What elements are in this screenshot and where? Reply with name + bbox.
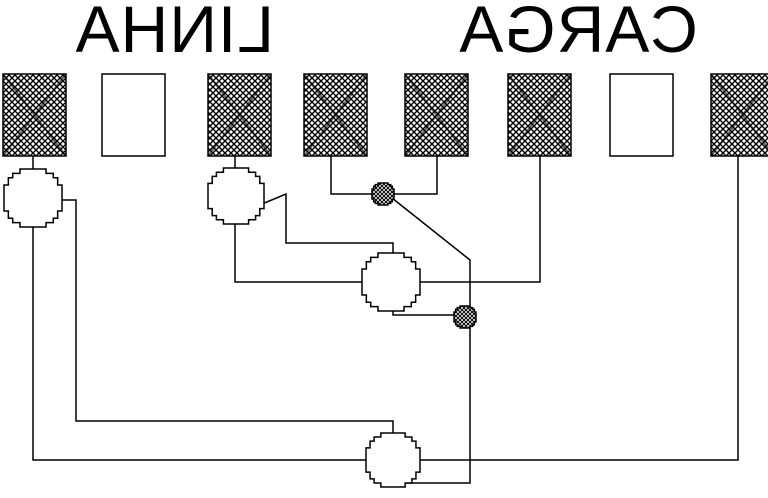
- nodes: [3, 167, 477, 488]
- wire-midnode-pad6: [418, 156, 541, 283]
- terminal-t6-cross: [507, 73, 572, 157]
- terminal-row: [2, 73, 768, 157]
- node-2: [207, 167, 265, 225]
- node-middle: [361, 252, 421, 312]
- terminal-t8-cross: [710, 73, 768, 157]
- wire-pad1-bottom: [32, 156, 370, 461]
- node-small-top: [371, 182, 395, 206]
- terminal-t7: [609, 73, 674, 157]
- node-left: [3, 168, 63, 228]
- terminal-t3-cross: [207, 73, 272, 157]
- node-bottom: [365, 432, 421, 488]
- wire-bottomnode-pad8: [418, 156, 739, 461]
- wire-leftnode-bottomnode: [58, 199, 394, 436]
- terminal-t5-cross: [404, 73, 469, 157]
- terminal-t1-cross: [2, 73, 67, 157]
- terminal-t2: [101, 73, 166, 157]
- terminal-t4-cross: [303, 73, 368, 157]
- node-small-cross: [453, 305, 477, 329]
- wire-node2-midnode: [261, 192, 394, 258]
